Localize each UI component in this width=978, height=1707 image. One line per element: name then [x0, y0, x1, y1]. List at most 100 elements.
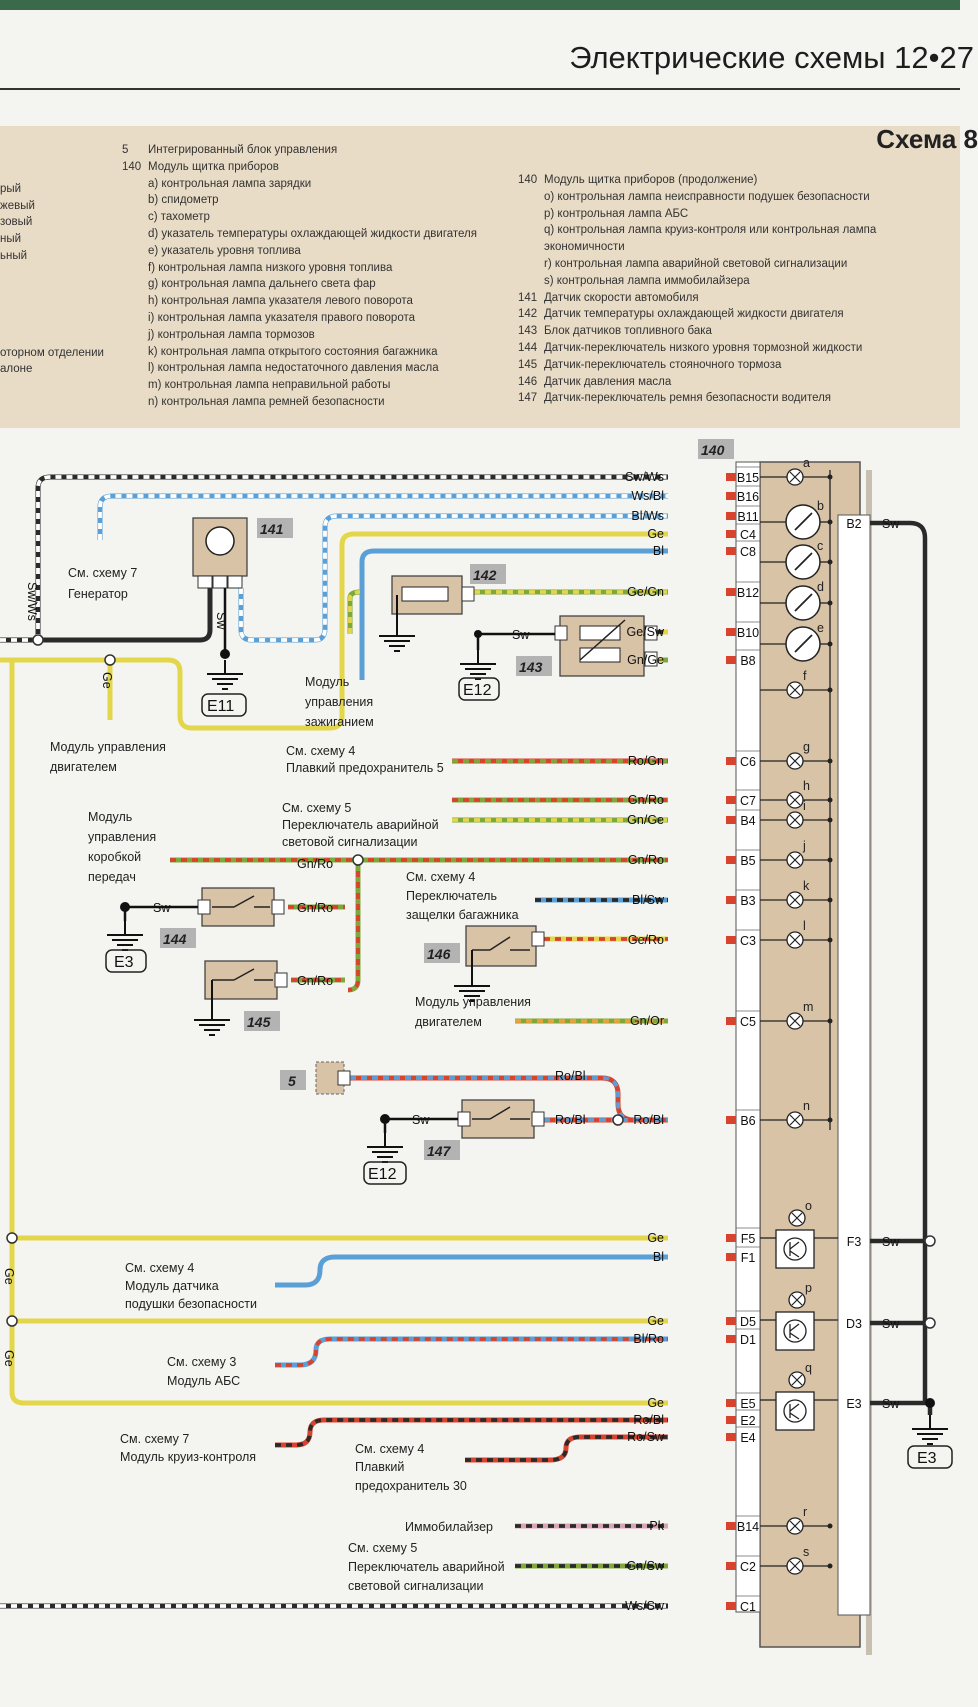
component-140-badge — [698, 439, 734, 459]
wire-label: Ge — [647, 1314, 664, 1328]
pin-marker — [726, 796, 736, 804]
note-s4_fuse30_1: См. схему 4 — [355, 1442, 424, 1456]
legend-item: p) контрольная лампа АБС — [544, 207, 689, 220]
junction-dot — [6, 1232, 18, 1244]
pin-marker — [726, 896, 736, 904]
ground-144 — [106, 920, 144, 951]
wire-sw-e3 — [870, 1400, 933, 1415]
legend-item: 142 Датчик температуры охлаждающей жидкос… — [518, 306, 876, 323]
legend-item: k) контрольная лампа открытого состояния… — [148, 345, 438, 358]
wire-24-stripe — [275, 1418, 668, 1447]
legend-text: Датчик-переключатель низкого уровня торм… — [544, 341, 863, 354]
wire-label: Gn/Ge — [627, 653, 664, 667]
pin-marker — [726, 1116, 736, 1124]
note-s7_cruise_1: См. схему 7 — [120, 1432, 189, 1446]
wire-label-ge-vertical-3: Ge — [2, 1350, 16, 1367]
wire-2-stripe — [98, 494, 668, 540]
pin-marker — [726, 1317, 736, 1325]
note-ignition_1: Модуль — [305, 675, 349, 689]
legend-item: s) контрольная лампа иммобилайзера — [544, 274, 750, 287]
legend-text: Модуль щитка приборов (продолжение) — [544, 174, 758, 186]
pin-marker — [726, 816, 736, 824]
pin-marker — [726, 588, 736, 596]
wire-label: Gn/Ro — [628, 853, 664, 867]
legend-number: 144 — [518, 341, 538, 354]
connector-pin: B11 — [737, 510, 758, 524]
legend-cut-fragment: оторном отделении — [0, 347, 104, 359]
legend-number: 142 — [518, 308, 538, 321]
wire-label-sw-right: Sw — [882, 1235, 900, 1249]
component-143-badge — [516, 656, 552, 676]
wire-label-swws-vertical: Sw/Ws — [25, 582, 39, 621]
note-s4_airbag_2: Модуль датчика — [125, 1279, 219, 1293]
note-s4_fuse30_2: Плавкий — [355, 1460, 404, 1474]
connector-pin: C5 — [740, 1015, 756, 1029]
connector-pin-right: F3 — [847, 1235, 862, 1249]
note-s5_hazard_1: См. схему 5 — [282, 801, 351, 815]
pin-marker — [726, 530, 736, 538]
wire-label-gnro-main: Gn/Ro — [297, 857, 333, 871]
legend-text: Блок датчиков топливного бака — [544, 325, 712, 338]
junction-dot — [6, 1315, 18, 1327]
pin-marker — [726, 492, 736, 500]
junction-dot — [924, 1235, 936, 1247]
legend-number: 146 — [518, 375, 538, 388]
ground-e3-right — [911, 1414, 949, 1445]
legend-cut-fragment: рый — [0, 183, 22, 195]
component-146-badge — [424, 943, 460, 963]
wire-25-stripe — [465, 1435, 668, 1462]
component-141-label: 141 — [260, 521, 284, 537]
note-scheme7_gen_2: Генератор — [68, 587, 128, 601]
legend-text: Датчик температуры охлаждающей жидкости … — [544, 308, 844, 321]
component-144-badge — [160, 928, 196, 948]
ground-143 — [459, 649, 497, 680]
wire-label: Gn/Ge — [627, 813, 664, 827]
note-gearbox_2: управления — [88, 830, 156, 844]
note-gearbox_3: коробкой — [88, 850, 141, 864]
pin-marker — [726, 757, 736, 765]
component-145-badge — [244, 1011, 280, 1031]
ground-label-e12-2: E12 — [368, 1166, 397, 1183]
wire-label: Ro/Gn — [628, 754, 664, 768]
wire-label-ge-vertical-2: Ge — [2, 1268, 16, 1285]
wire-label: Gn/Sw — [626, 1559, 664, 1573]
legend-number: 143 — [518, 325, 538, 338]
component-142-label: 142 — [473, 567, 497, 583]
note-s5_hazard2_1: См. схему 5 — [348, 1541, 417, 1555]
lamp-letter: l — [803, 919, 806, 933]
legend-text: Датчик скорости автомобиля — [544, 291, 699, 304]
lamp-letter: a — [803, 456, 810, 470]
connector-pin: B5 — [740, 854, 755, 868]
wire-16-stripe — [350, 1076, 668, 1122]
legend-text: Датчик давления масла — [544, 375, 672, 388]
wire-label-sw-right: Sw — [882, 517, 900, 531]
legend-background — [0, 126, 960, 428]
ground-label-e3-right: E3 — [917, 1450, 937, 1467]
page-title: Электрические схемы 12•27 — [569, 40, 974, 75]
legend-item: экономичности — [544, 241, 625, 254]
right-connector-strip — [837, 514, 871, 1616]
note-s5_hazard_2: Переключатель аварийной — [282, 818, 439, 832]
note-immo: Иммобилайзер — [405, 1520, 493, 1534]
note-s4_airbag_1: См. схему 4 — [125, 1261, 194, 1275]
component-142-badge — [470, 564, 506, 584]
wire-label: Gn/Or — [630, 1014, 664, 1028]
legend-item: d) указатель температуры охлаждающей жид… — [148, 227, 477, 240]
wire-label: Ro/Bl — [633, 1113, 664, 1127]
legend-text: Датчик-переключатель ремня безопасности … — [544, 392, 832, 405]
lamp-letter: d — [817, 580, 824, 594]
note-s4_trunk_1: См. схему 4 — [406, 870, 475, 884]
legend-number: 140 — [518, 174, 538, 186]
legend-text: Модуль щитка приборов — [148, 160, 279, 173]
wire-label: Bl — [653, 1250, 664, 1264]
pin-marker — [726, 1399, 736, 1407]
note-s4_airbag_3: подушки безопасности — [125, 1297, 257, 1311]
connector-pin-right: D3 — [846, 1317, 862, 1331]
wire-label: Gn/Ro — [628, 793, 664, 807]
wire-label: Bl/Ro — [633, 1332, 664, 1346]
legend-item: c) тахометр — [148, 211, 210, 224]
component-5-label: 5 — [288, 1073, 296, 1089]
wire-22 — [275, 1336, 668, 1368]
